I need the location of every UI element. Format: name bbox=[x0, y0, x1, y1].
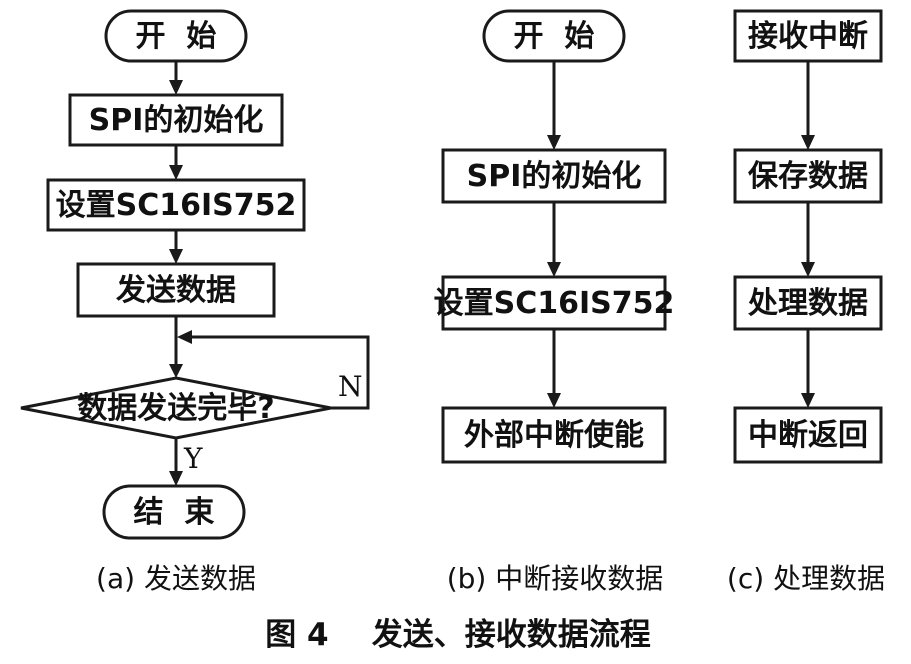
a-caption: (a) 发送数据 bbox=[96, 562, 256, 595]
c-arrowhead-1 bbox=[801, 135, 815, 150]
figure-title: 图 4 发送、接收数据流程 bbox=[265, 617, 651, 653]
a-end-terminal bbox=[102, 484, 246, 540]
c-process-box bbox=[733, 275, 883, 331]
c-return-label: 中断返回 bbox=[748, 418, 868, 453]
b-setup-box bbox=[441, 275, 667, 331]
b-caption: (b) 中断接收数据 bbox=[447, 562, 664, 595]
b-start-label: 开 始 bbox=[514, 19, 595, 54]
a-arrowhead-4 bbox=[169, 364, 183, 378]
flowchart-a: 开 始 SPI的初始化 设置SC16IS752 发送数据 N 数据发送完毕? Y… bbox=[20, 9, 370, 595]
c-receive-label: 接收中断 bbox=[748, 19, 868, 54]
c-receive-box bbox=[733, 9, 883, 63]
a-arrowhead-5 bbox=[169, 471, 183, 486]
a-arrowhead-2 bbox=[169, 165, 183, 180]
a-no-loop-line bbox=[190, 335, 370, 410]
b-setup-label: 设置SC16IS752 bbox=[434, 286, 675, 321]
a-spi-init-box bbox=[68, 93, 284, 147]
b-arrowhead-3 bbox=[547, 393, 561, 408]
b-arrowhead-2 bbox=[547, 262, 561, 277]
a-end-label: 结 束 bbox=[134, 495, 215, 530]
c-return-box bbox=[733, 406, 883, 464]
c-process-label: 处理数据 bbox=[747, 286, 868, 321]
c-caption: (c) 处理数据 bbox=[727, 562, 885, 595]
b-spi-init-box bbox=[441, 148, 667, 204]
c-save-label: 保存数据 bbox=[748, 159, 868, 194]
b-arrowhead-1 bbox=[547, 135, 561, 150]
a-decision-label: 数据发送完毕? bbox=[77, 391, 274, 426]
a-send-label: 发送数据 bbox=[115, 273, 236, 308]
b-enable-label: 外部中断使能 bbox=[464, 418, 644, 453]
flowchart-b: 开 始 SPI的初始化 设置SC16IS752 外部中断使能 (b) 中断接收数… bbox=[434, 9, 675, 595]
a-arrowhead-3 bbox=[169, 249, 183, 264]
c-arrowhead-2 bbox=[801, 262, 815, 277]
a-no-label: N bbox=[338, 370, 363, 403]
flowchart-c: 接收中断 保存数据 处理数据 中断返回 (c) 处理数据 bbox=[727, 9, 885, 595]
a-arrowhead-1 bbox=[169, 80, 183, 95]
b-spi-init-label: SPI的初始化 bbox=[467, 159, 642, 194]
a-spi-init-label: SPI的初始化 bbox=[89, 103, 264, 138]
a-yes-label: Y bbox=[183, 442, 203, 475]
a-setup-label: 设置SC16IS752 bbox=[56, 188, 297, 223]
a-send-box bbox=[76, 262, 276, 318]
c-arrowhead-3 bbox=[801, 393, 815, 408]
a-no-loop-arrowhead bbox=[177, 330, 192, 344]
b-enable-box bbox=[441, 406, 667, 464]
a-start-label: 开 始 bbox=[136, 19, 217, 54]
